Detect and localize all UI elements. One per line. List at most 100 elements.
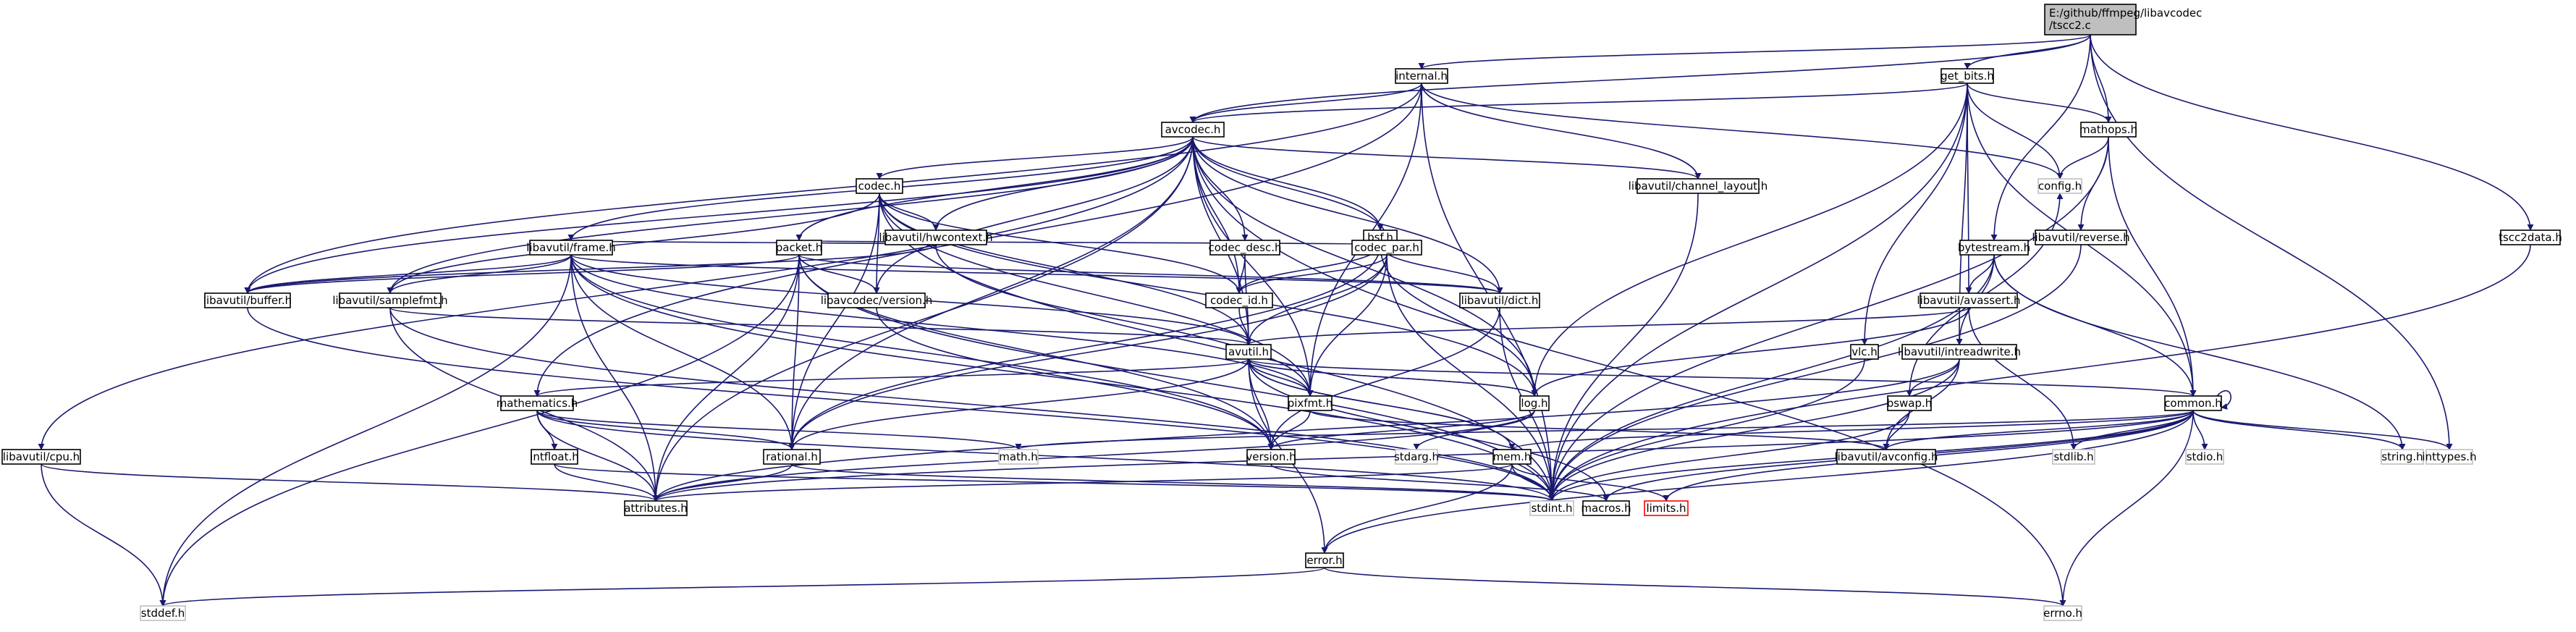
node-stdarg[interactable]: stdarg.h bbox=[1394, 449, 1439, 465]
node-errno[interactable]: errno.h bbox=[2043, 605, 2082, 621]
node-box-stdint[interactable] bbox=[1529, 500, 1574, 516]
node-math[interactable]: math.h bbox=[998, 449, 1039, 465]
node-box-internal[interactable] bbox=[1395, 68, 1448, 84]
node-codec_id[interactable]: codec_id.h bbox=[1205, 292, 1273, 308]
node-codec_desc[interactable]: codec_desc.h bbox=[1208, 240, 1282, 256]
node-box-root[interactable] bbox=[2044, 4, 2137, 35]
node-box-codec_id[interactable] bbox=[1205, 292, 1273, 308]
node-box-mathops[interactable] bbox=[2080, 122, 2137, 138]
node-intfloat[interactable]: intfloat.h bbox=[530, 449, 579, 465]
node-box-pixfmt[interactable] bbox=[1288, 395, 1333, 411]
node-pixfmt[interactable]: pixfmt.h bbox=[1288, 395, 1333, 411]
node-box-samplefmt[interactable] bbox=[339, 292, 442, 308]
node-box-mathematics[interactable] bbox=[500, 395, 574, 411]
node-config[interactable]: config.h bbox=[2037, 178, 2082, 194]
node-box-attributes[interactable] bbox=[624, 500, 688, 516]
node-buffer[interactable]: libavutil/buffer.h bbox=[203, 292, 292, 308]
node-box-string[interactable] bbox=[2381, 449, 2424, 465]
node-stdint[interactable]: stdint.h bbox=[1529, 500, 1574, 516]
node-box-stdio[interactable] bbox=[2185, 449, 2224, 465]
node-box-bswap[interactable] bbox=[1887, 395, 1932, 411]
node-box-codec[interactable] bbox=[856, 178, 903, 194]
node-error[interactable]: error.h bbox=[1305, 552, 1344, 568]
node-channel_layout[interactable]: libavutil/channel_layout.h bbox=[1629, 178, 1768, 194]
node-vlc[interactable]: vlc.h bbox=[1850, 344, 1879, 360]
node-box-cpu[interactable] bbox=[1, 449, 81, 465]
node-box-intreadwrite[interactable] bbox=[1901, 344, 2017, 360]
node-internal[interactable]: internal.h bbox=[1395, 68, 1448, 84]
edge-log-to-attributes bbox=[652, 410, 1535, 502]
node-reverse[interactable]: libavutil/reverse.h bbox=[2032, 229, 2130, 245]
node-box-inttypes[interactable] bbox=[2425, 449, 2473, 465]
node-box-math[interactable] bbox=[998, 449, 1039, 465]
node-stddef[interactable]: stddef.h bbox=[140, 605, 186, 621]
node-frame[interactable]: libavutil/frame.h bbox=[526, 240, 616, 256]
node-box-error[interactable] bbox=[1305, 552, 1344, 568]
node-box-limits[interactable] bbox=[1644, 500, 1689, 516]
node-box-log[interactable] bbox=[1519, 395, 1550, 411]
node-tscc2data[interactable]: tscc2data.h bbox=[2499, 229, 2562, 245]
node-packet[interactable]: packet.h bbox=[776, 240, 823, 256]
node-hwcontext[interactable]: libavutil/hwcontext.h bbox=[879, 229, 993, 245]
node-box-config[interactable] bbox=[2037, 178, 2082, 194]
node-root[interactable]: E:/github/ffmpeg/libavcodec/tscc2.c bbox=[2044, 4, 2202, 35]
node-box-stdlib[interactable] bbox=[2052, 449, 2095, 465]
node-cpu[interactable]: libavutil/cpu.h bbox=[1, 449, 81, 465]
node-box-codec_par[interactable] bbox=[1351, 240, 1422, 256]
node-box-hwcontext[interactable] bbox=[884, 229, 987, 245]
node-box-bytestream[interactable] bbox=[1959, 240, 2029, 256]
node-mem[interactable]: mem.h bbox=[1492, 449, 1532, 465]
node-box-frame[interactable] bbox=[529, 240, 613, 256]
node-box-channel_layout[interactable] bbox=[1637, 178, 1760, 194]
node-box-get_bits[interactable] bbox=[1941, 68, 1994, 84]
node-box-intfloat[interactable] bbox=[531, 449, 578, 465]
node-box-stdarg[interactable] bbox=[1395, 449, 1438, 465]
node-box-avc_version[interactable] bbox=[827, 292, 926, 308]
node-box-common[interactable] bbox=[2164, 395, 2222, 411]
node-box-avutil[interactable] bbox=[1225, 344, 1272, 360]
node-box-stddef[interactable] bbox=[140, 605, 186, 621]
node-avutil[interactable]: avutil.h bbox=[1225, 344, 1272, 360]
node-avassert[interactable]: libavutil/avassert.h bbox=[1917, 292, 2021, 308]
node-avconfig[interactable]: libavutil/avconfig.h bbox=[1835, 449, 1938, 465]
node-string[interactable]: string.h bbox=[2381, 449, 2424, 465]
node-codec_par[interactable]: codec_par.h bbox=[1351, 240, 1422, 256]
node-avcodec[interactable]: avcodec.h bbox=[1161, 122, 1225, 138]
node-avc_version[interactable]: libavcodec/version.h bbox=[821, 292, 933, 308]
node-samplefmt[interactable]: libavutil/samplefmt.h bbox=[332, 292, 448, 308]
node-box-dict[interactable] bbox=[1459, 292, 1540, 308]
node-box-rational[interactable] bbox=[763, 449, 821, 465]
node-codec[interactable]: codec.h bbox=[856, 178, 903, 194]
node-box-vlc[interactable] bbox=[1850, 344, 1879, 360]
node-stdio[interactable]: stdio.h bbox=[2185, 449, 2224, 465]
node-box-errno[interactable] bbox=[2043, 605, 2082, 621]
node-box-codec_desc[interactable] bbox=[1209, 240, 1280, 256]
node-mathops[interactable]: mathops.h bbox=[2079, 122, 2137, 138]
node-box-mem[interactable] bbox=[1492, 449, 1532, 465]
node-box-macros[interactable] bbox=[1582, 500, 1630, 516]
edge-intreadwrite-to-stdint bbox=[1548, 358, 1960, 502]
node-version[interactable]: version.h bbox=[1246, 449, 1296, 465]
node-stdlib[interactable]: stdlib.h bbox=[2052, 449, 2095, 465]
node-mathematics[interactable]: mathematics.h bbox=[497, 395, 578, 411]
node-box-avcodec[interactable] bbox=[1161, 122, 1225, 138]
node-box-packet[interactable] bbox=[776, 240, 822, 256]
node-attributes[interactable]: attributes.h bbox=[624, 500, 688, 516]
node-get_bits[interactable]: get_bits.h bbox=[1941, 68, 1994, 84]
node-bswap[interactable]: bswap.h bbox=[1887, 395, 1933, 411]
node-limits[interactable]: limits.h bbox=[1644, 500, 1689, 516]
node-box-version[interactable] bbox=[1246, 449, 1296, 465]
node-box-buffer[interactable] bbox=[204, 292, 291, 308]
node-box-avassert[interactable] bbox=[1920, 292, 2018, 308]
node-rational[interactable]: rational.h bbox=[763, 449, 821, 465]
node-log[interactable]: log.h bbox=[1519, 395, 1550, 411]
node-dict[interactable]: libavutil/dict.h bbox=[1459, 292, 1540, 308]
node-macros[interactable]: macros.h bbox=[1581, 500, 1631, 516]
node-box-avconfig[interactable] bbox=[1836, 449, 1936, 465]
node-intreadwrite[interactable]: libavutil/intreadwrite.h bbox=[1898, 344, 2021, 360]
node-box-tscc2data[interactable] bbox=[2500, 229, 2561, 245]
node-bytestream[interactable]: bytestream.h bbox=[1958, 240, 2030, 256]
node-box-reverse[interactable] bbox=[2035, 229, 2127, 245]
node-common[interactable]: common.h bbox=[2164, 395, 2222, 411]
node-inttypes[interactable]: inttypes.h bbox=[2422, 449, 2477, 465]
